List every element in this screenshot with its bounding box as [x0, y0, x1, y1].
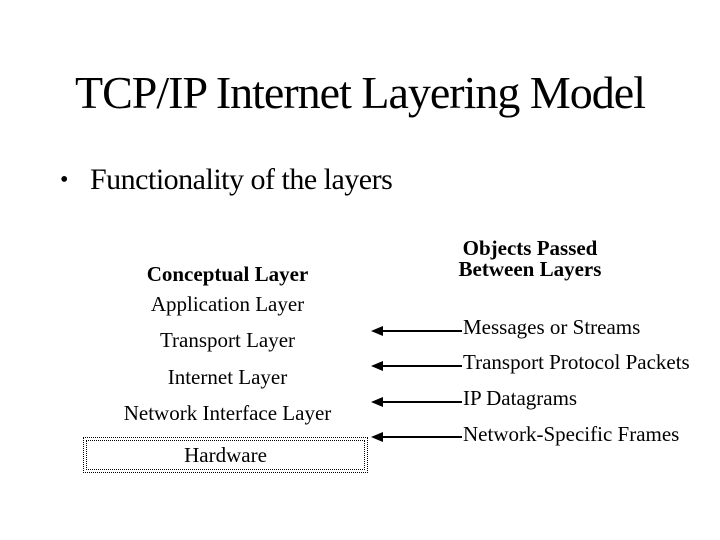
- arrow-line: [382, 436, 462, 438]
- hardware-box: Hardware: [83, 437, 368, 473]
- hardware-label: Hardware: [86, 440, 365, 470]
- left-arrow-head-icon: [371, 432, 383, 442]
- object-label-ip-datagrams: IP Datagrams: [463, 386, 578, 410]
- arrow-line: [382, 401, 462, 403]
- object-label-transport-packets: Transport Protocol Packets: [463, 350, 690, 374]
- left-arrow-head-icon: [371, 397, 383, 407]
- bullet-icon: •: [60, 167, 68, 193]
- bullet-item: • Functionality of the layers: [60, 163, 393, 196]
- layer-label-application: Application Layer: [150, 292, 305, 316]
- left-arrow-head-icon: [371, 326, 383, 336]
- object-label-messages: Messages or Streams: [463, 315, 641, 339]
- objects-passed-heading: Objects Passed Between Layers: [450, 238, 610, 280]
- bullet-text: Functionality of the layers: [90, 163, 393, 196]
- arrow-line: [382, 330, 462, 332]
- arrow-line: [382, 365, 462, 367]
- layer-label-network-interface: Network Interface Layer: [123, 401, 332, 425]
- layer-label-transport: Transport Layer: [159, 328, 296, 352]
- conceptual-layer-heading: Conceptual Layer: [146, 262, 309, 286]
- layer-label-internet: Internet Layer: [167, 365, 288, 389]
- objects-passed-heading-line2: Between Layers: [458, 257, 602, 281]
- object-label-network-frames: Network-Specific Frames: [463, 422, 680, 446]
- page-title: TCP/IP Internet Layering Model: [75, 67, 646, 118]
- objects-passed-heading-line1: Objects Passed: [462, 236, 598, 260]
- left-arrow-head-icon: [371, 361, 383, 371]
